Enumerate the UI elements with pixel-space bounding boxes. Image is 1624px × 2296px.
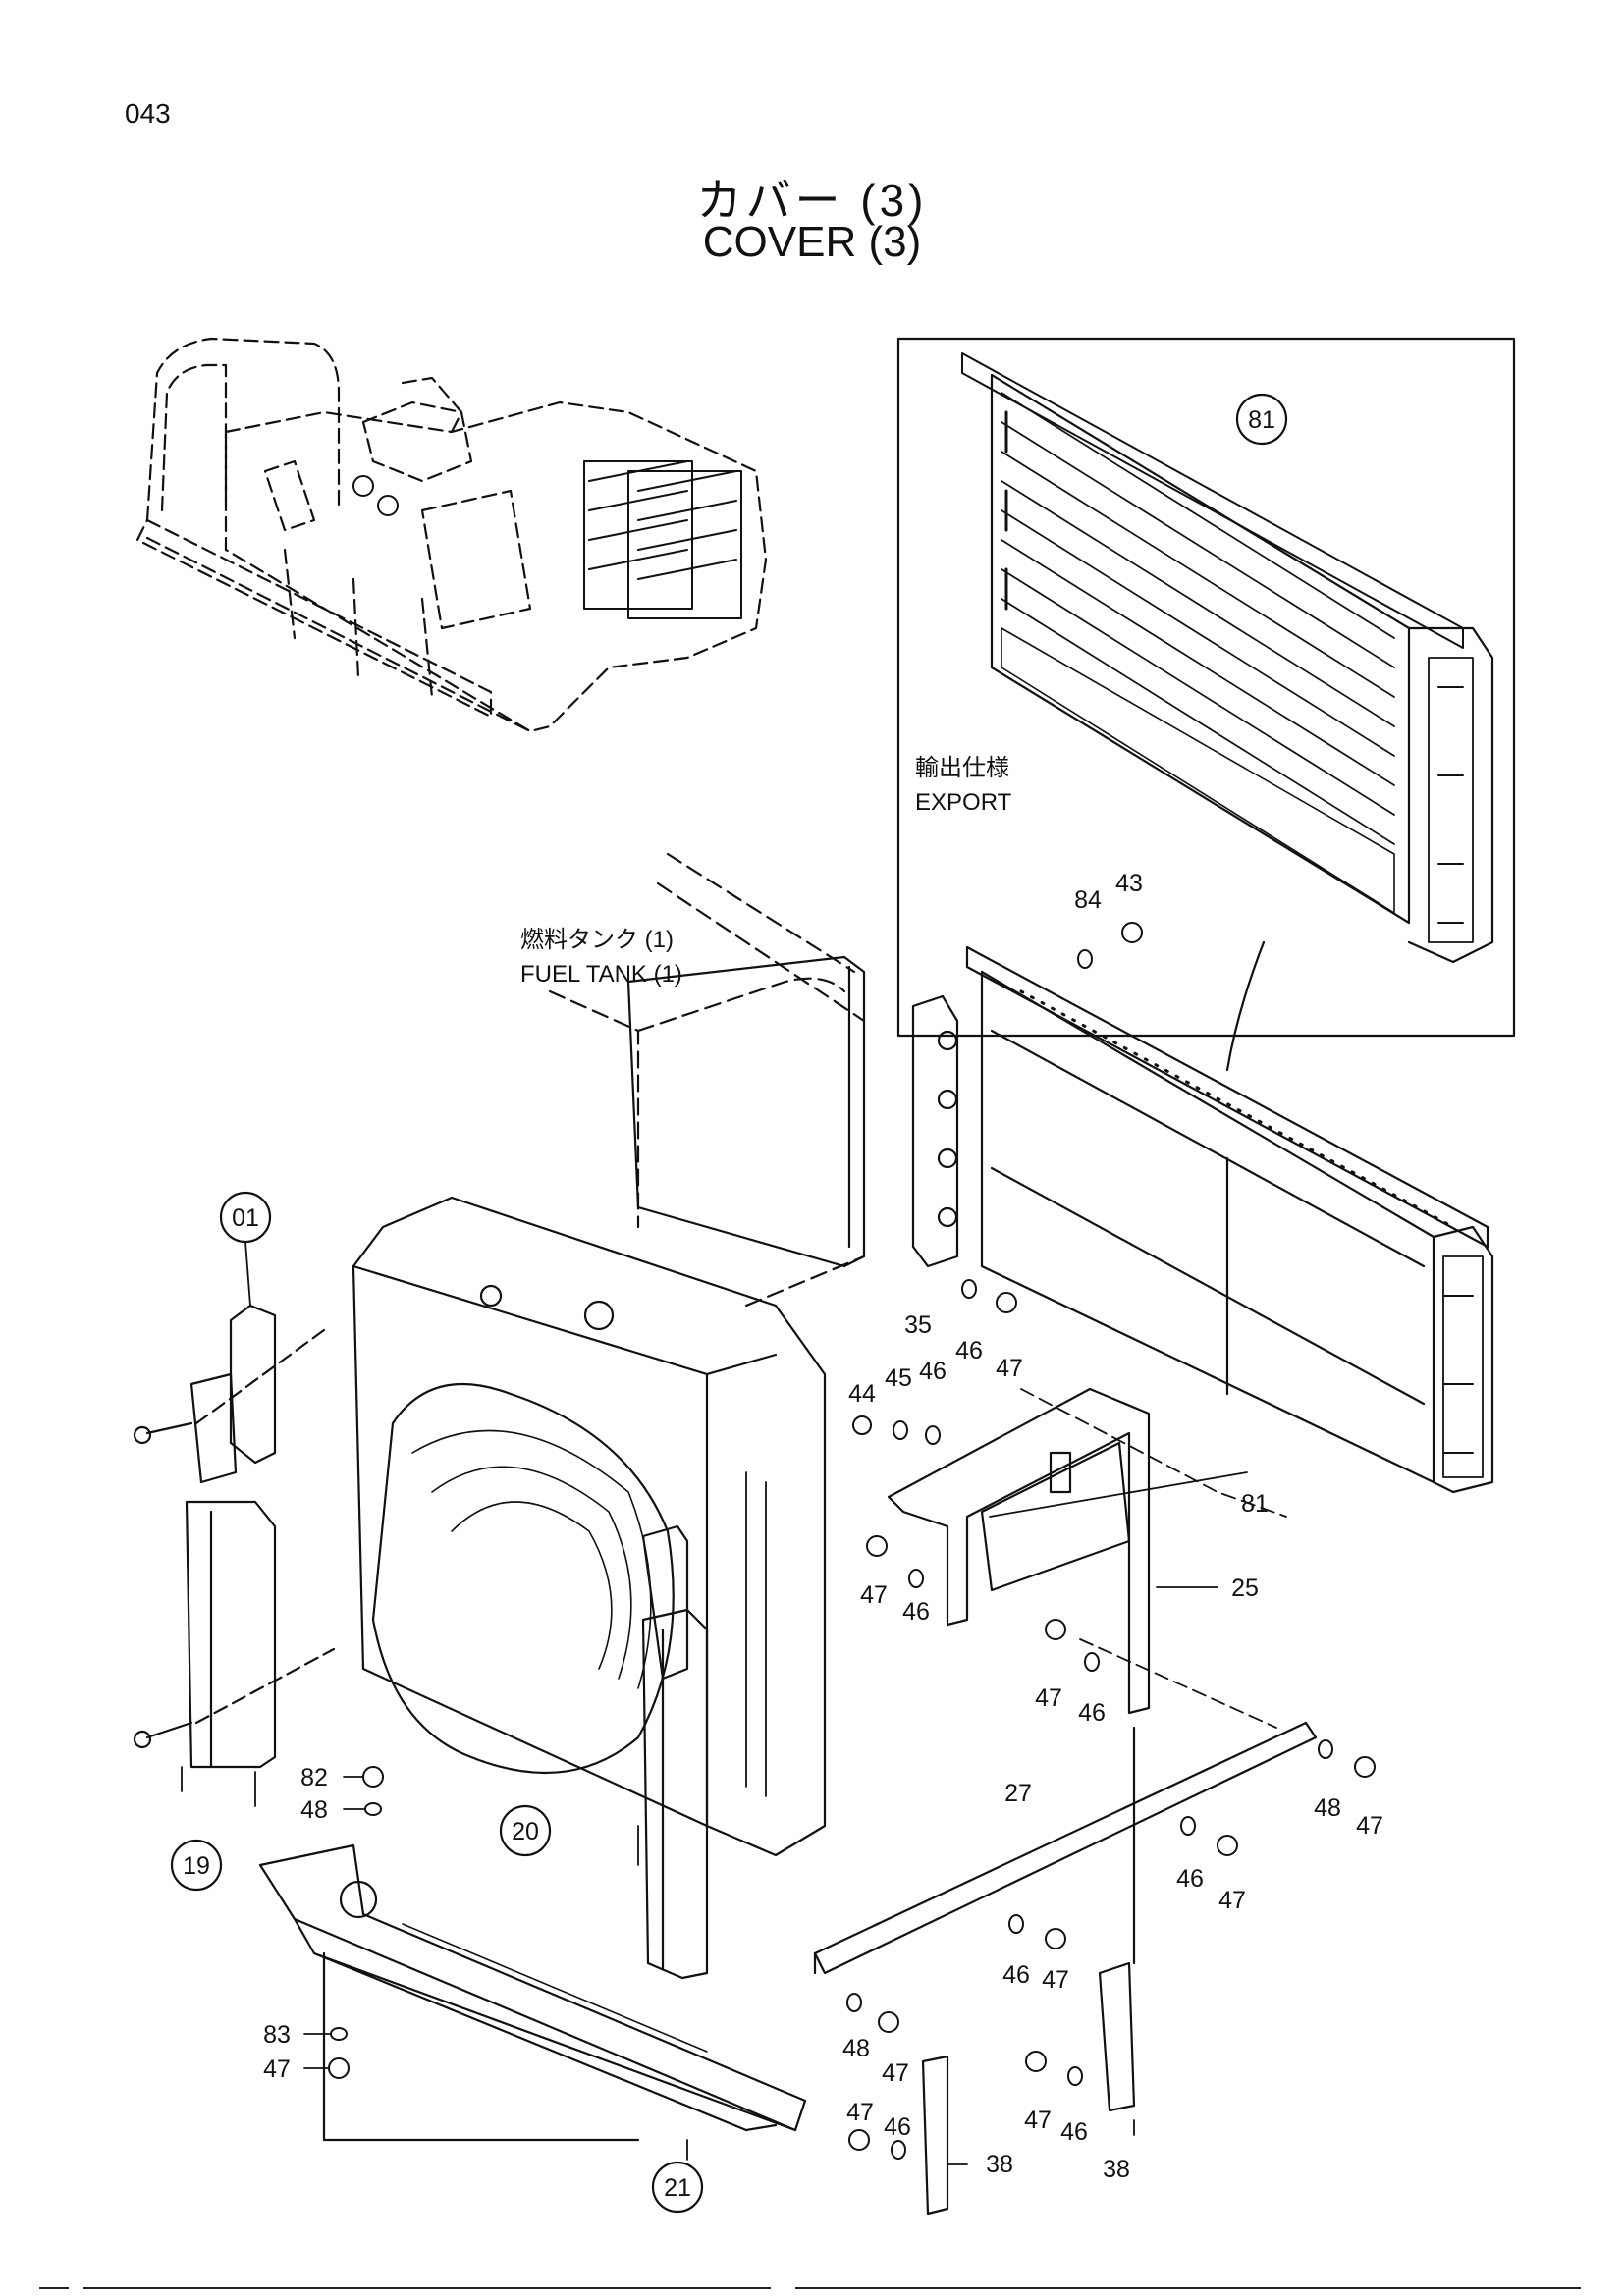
label-47d: 47 — [1356, 1812, 1383, 1840]
fuel-tank-note-japanese: 燃料タンク (1) — [520, 927, 674, 953]
cover-19-drawing — [185, 1500, 277, 1769]
bracket-38a-drawing — [921, 2055, 949, 2216]
label-83: 83 — [263, 2021, 291, 2049]
label-47f: 47 — [1042, 1966, 1069, 1994]
label-47i: 47 — [846, 2099, 874, 2126]
label-46f: 46 — [1002, 1961, 1030, 1989]
cover-01-drawing — [189, 1304, 277, 1484]
label-43: 43 — [1115, 870, 1143, 897]
label-19: 19 — [183, 1852, 210, 1880]
label-27: 27 — [1004, 1780, 1032, 1807]
label-82: 82 — [300, 1764, 328, 1791]
label-47j: 47 — [263, 2056, 291, 2083]
fuel-tank-panel — [626, 955, 866, 1268]
label-47e: 47 — [1218, 1887, 1246, 1914]
label-25: 25 — [1231, 1575, 1259, 1602]
label-47b: 47 — [860, 1581, 888, 1609]
export-note-japanese: 輸出仕様 — [915, 755, 1009, 781]
stay-27-drawing — [813, 1721, 1318, 1975]
label-48b: 48 — [842, 2035, 870, 2062]
label-45: 45 — [885, 1364, 912, 1392]
label-38b: 38 — [1103, 2156, 1130, 2183]
under-cover-21-drawing — [258, 1843, 807, 2132]
under-cover-21-leader — [322, 1951, 640, 2142]
label-38a: 38 — [986, 2151, 1013, 2178]
part-labels: 81 01 19 20 21 84 43 35 46 47 44 45 46 8… — [183, 406, 1383, 2202]
label-46a: 46 — [955, 1337, 983, 1364]
label-46b: 46 — [919, 1358, 947, 1385]
label-35: 35 — [904, 1311, 932, 1339]
page-number: 043 — [125, 98, 171, 129]
cover-20-drawing — [641, 1524, 709, 1980]
label-20: 20 — [512, 1818, 539, 1845]
footer-rule-3 — [795, 2287, 1581, 2289]
footer-rule-1 — [39, 2287, 69, 2289]
leader-lines — [181, 1241, 1287, 2165]
fuel-tank-note-english: FUEL TANK (1) — [520, 961, 682, 988]
label-46d: 46 — [1078, 1699, 1106, 1727]
export-leader-line — [1225, 940, 1266, 1072]
label-46h: 46 — [884, 2113, 911, 2141]
label-47a: 47 — [996, 1355, 1023, 1382]
title-japanese: カバー (3) — [696, 175, 928, 226]
label-84: 84 — [1074, 886, 1102, 914]
label-01: 01 — [232, 1204, 259, 1232]
label-47g: 47 — [882, 2059, 909, 2087]
label-81: 81 — [1241, 1490, 1269, 1518]
label-47h: 47 — [1024, 2107, 1052, 2134]
footer-rule-2 — [83, 2287, 771, 2289]
bolts-left — [133, 1328, 336, 1749]
fasteners — [328, 922, 1376, 2160]
label-47c: 47 — [1035, 1684, 1062, 1712]
label-46g: 46 — [1060, 2118, 1088, 2146]
radiator-assembly — [352, 1196, 827, 1857]
label-21: 21 — [664, 2174, 691, 2202]
title-english: COVER (3) — [702, 218, 922, 266]
export-note-english: EXPORT — [915, 789, 1012, 816]
label-46e: 46 — [1176, 1865, 1204, 1893]
machine-overview-drawing — [135, 337, 768, 733]
screen-81-drawing — [965, 945, 1494, 1494]
label-48a: 48 — [1314, 1794, 1341, 1822]
label-81-circled: 81 — [1248, 406, 1275, 434]
export-detail-panel — [896, 337, 1516, 1038]
bracket-35-drawing — [911, 994, 959, 1268]
fuel-tank-outline — [548, 852, 866, 1308]
bracket-38b-drawing — [1098, 1961, 1136, 2112]
label-46c: 46 — [902, 1598, 930, 1626]
frame-25-drawing — [887, 1387, 1151, 1715]
radiator-detail-in-overview — [352, 460, 742, 619]
label-48c: 48 — [300, 1796, 328, 1824]
label-44: 44 — [848, 1380, 876, 1408]
reference-circles — [170, 393, 1288, 2214]
